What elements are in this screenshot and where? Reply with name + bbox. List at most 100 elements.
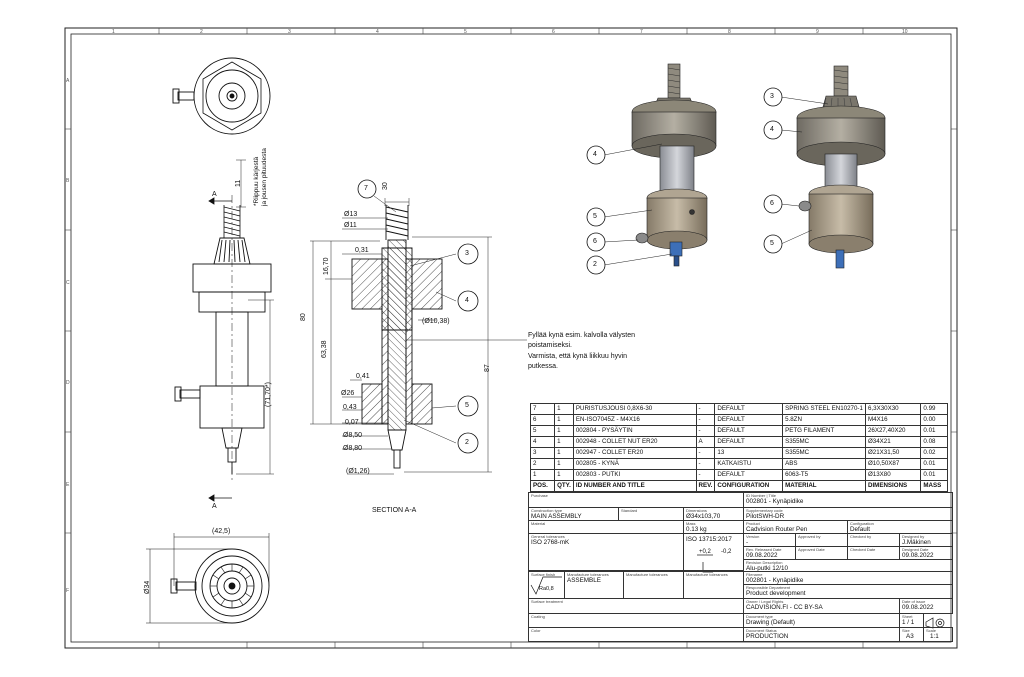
bom-cell: PETG FILAMENT xyxy=(782,425,866,437)
balloon-number: 4 xyxy=(770,126,774,133)
dimension-text: Ø11 xyxy=(344,222,357,229)
zone-label-side: F xyxy=(66,588,70,594)
bom-cell: S355MC xyxy=(782,447,866,459)
bom-cell: DEFAULT xyxy=(714,469,784,481)
dimension-text: 80 xyxy=(300,313,307,321)
balloons-section xyxy=(357,179,479,454)
tb-manuf-3: Manufacture tolerances xyxy=(683,571,744,599)
bom-cell: 002947 - COLLET ER20 xyxy=(572,447,697,459)
bom-header-cell: QTY. xyxy=(554,480,574,492)
bom-header-cell: MASS xyxy=(920,480,948,492)
balloon-number: 5 xyxy=(770,240,774,247)
zone-label-side: B xyxy=(66,178,70,184)
bom-cell: 5 xyxy=(529,425,556,437)
bom-cell: 002948 - COLLET NUT ER20 xyxy=(572,436,697,448)
dimension-text: Ø8,50 xyxy=(343,432,363,439)
bom-header-cell: POS. xyxy=(529,480,556,492)
bom-cell: 1 xyxy=(554,447,574,459)
bom-cell: Ø34X21 xyxy=(864,436,922,448)
section-marker: A xyxy=(212,191,217,198)
tb-checked: Checked by xyxy=(847,533,900,547)
bom-cell: 3 xyxy=(529,447,556,459)
zone-label-top: 2 xyxy=(200,29,203,35)
dimension-text: 87 xyxy=(484,364,491,372)
tb-checked-date: Checked Date xyxy=(847,546,900,560)
roughness-symbol xyxy=(530,576,562,595)
bom-cell: DEFAULT xyxy=(714,425,784,437)
bom-cell: - xyxy=(695,403,716,415)
dimension-text: 30 xyxy=(382,182,389,190)
bom-cell: 7 xyxy=(529,403,556,415)
bom-cell: 0.02 xyxy=(920,447,948,459)
balloon-number: 3 xyxy=(770,93,774,100)
dimension-text: (42,5) xyxy=(212,528,231,535)
zone-label-side: C xyxy=(66,280,70,286)
bom-cell: ABS xyxy=(782,458,866,470)
iso-leaders-1 xyxy=(603,143,673,266)
bom-cell: 1 xyxy=(554,469,574,481)
bottom-view xyxy=(146,533,270,624)
tb-coating: Coating xyxy=(528,613,744,628)
dimension-text: Ø26 xyxy=(341,390,355,397)
tb-approved-date: Approved Date xyxy=(795,546,848,560)
tb-purchase: Purchase xyxy=(528,492,744,508)
zone-label-top: 4 xyxy=(376,29,379,35)
tb-standard: Standard xyxy=(618,507,684,521)
bom-cell: - xyxy=(695,447,716,459)
bom-cell: DEFAULT xyxy=(714,414,784,426)
bom-cell: Ø13X80 xyxy=(864,469,922,481)
top-view xyxy=(172,57,271,135)
dimension-text: (Ø1,26) xyxy=(346,468,370,475)
section-marker: A xyxy=(212,503,217,510)
bom-cell: PURISTUSJOUSI 0,8X6-30 xyxy=(572,403,697,415)
zone-ticks xyxy=(65,28,957,648)
bom-cell: - xyxy=(695,458,716,470)
fill-note-line: poistamiseksi. xyxy=(528,342,572,349)
zone-label-top: 5 xyxy=(464,29,467,35)
dimension-text: 0,43 xyxy=(343,404,357,411)
zone-label-top: 1 xyxy=(112,29,115,35)
dimension-text: Ø8,80 xyxy=(343,445,363,452)
zone-label-side: D xyxy=(66,380,70,386)
bom-header-cell: CONFIGURATION xyxy=(714,480,784,492)
bom-cell: 2 xyxy=(529,458,556,470)
zone-label-top: 9 xyxy=(816,29,819,35)
bom-cell: DEFAULT xyxy=(714,436,784,448)
section-dims xyxy=(236,159,527,475)
balloon-number: 4 xyxy=(465,297,469,304)
balloon-number: 5 xyxy=(593,213,597,220)
fill-note-line: Fyllää kynä esim. kalvolla välysten xyxy=(528,332,635,339)
bom-cell: Ø10,50X87 xyxy=(864,458,922,470)
zone-label-side: E xyxy=(66,482,70,488)
zone-label-top: 7 xyxy=(640,29,643,35)
bom-cell: 6 xyxy=(529,414,556,426)
fill-note-line: Varmista, että kynä liikkuu hyvin xyxy=(528,353,628,360)
bom-header-cell: ID NUMBER AND TITLE xyxy=(572,480,697,492)
edge-symbol xyxy=(697,554,713,573)
tb-approved: Approved by xyxy=(795,533,848,547)
bom-cell: - xyxy=(695,469,716,481)
bom-cell: 6,3X30X30 xyxy=(864,403,922,415)
balloon-number: 4 xyxy=(593,151,597,158)
bom-header-cell: REV. xyxy=(695,480,716,492)
bom-cell: 1 xyxy=(554,414,574,426)
bom-cell: 1 xyxy=(554,436,574,448)
bom-cell: S355MC xyxy=(782,436,866,448)
tb-iso: ISO 13715:2017 +0,2 -0,2 xyxy=(683,533,744,571)
